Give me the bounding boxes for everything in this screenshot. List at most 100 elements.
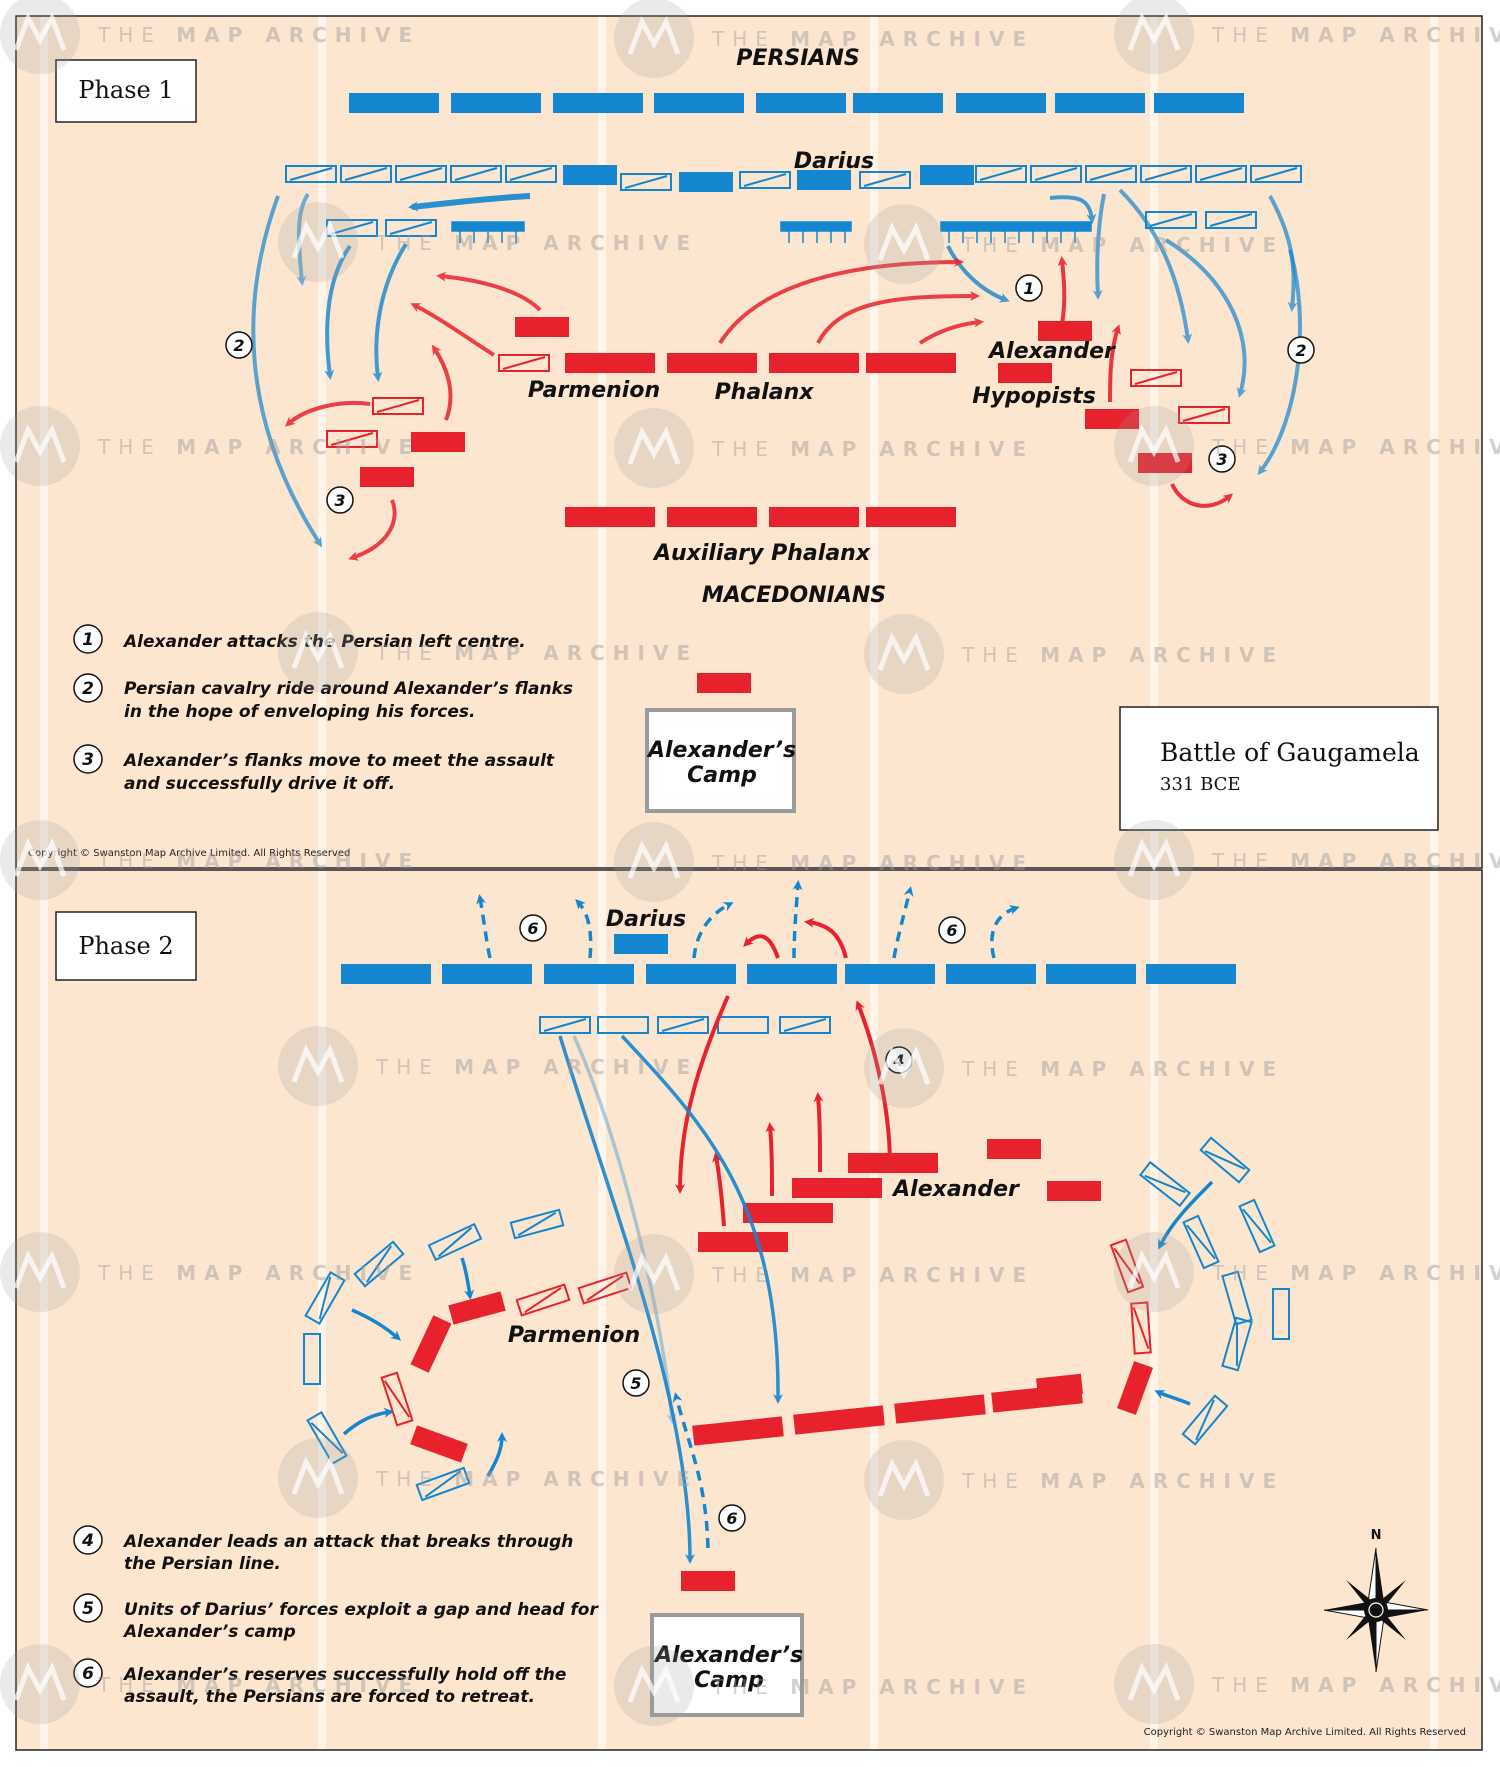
svg-text:assault, the Persians are forc: assault, the Persians are forced to retr… bbox=[124, 1687, 535, 1707]
watermark-stamp: THE MAP ARCHIVE bbox=[0, 1232, 420, 1312]
watermark-stamp: THE MAP ARCHIVE bbox=[864, 1440, 1276, 1520]
svg-text:THE MAP ARCHIVE: THE MAP ARCHIVE bbox=[1211, 435, 1500, 459]
phase2-label: Phase 2 bbox=[78, 932, 173, 960]
phase2-breakthrough-arrows bbox=[675, 917, 892, 1194]
phase2-legend: 4 Alexander leads an attack that breaks … bbox=[73, 1525, 599, 1707]
phase2-alexander-label: Alexander bbox=[891, 1177, 1020, 1202]
phase1-camp-guard bbox=[697, 673, 751, 693]
svg-text:4: 4 bbox=[81, 1531, 94, 1551]
phase2-frame bbox=[15, 869, 1483, 1751]
watermark-stamp: THE MAP ARCHIVE bbox=[864, 1028, 1284, 1108]
legend-item-5: 5 Units of Darius’ forces exploit a gap … bbox=[73, 1593, 599, 1642]
phase2-parmenion-cavalry bbox=[380, 1271, 633, 1427]
svg-text:THE MAP ARCHIVE: THE MAP ARCHIVE bbox=[711, 27, 1034, 51]
svg-text:2: 2 bbox=[1295, 341, 1306, 360]
watermark-stamp: THE MAP ARCHIVE bbox=[278, 1438, 690, 1518]
phase2-persian-line bbox=[341, 964, 1236, 984]
svg-text:in the hope of enveloping his: in the hope of enveloping his forces. bbox=[124, 702, 475, 722]
persians-label: PERSIANS bbox=[736, 46, 859, 71]
svg-text:6: 6 bbox=[726, 1509, 737, 1528]
title-box: Battle of Gaugamela 331 BCE bbox=[1119, 706, 1439, 831]
phase2-alexander-units bbox=[698, 1139, 1101, 1252]
watermark-stamp: THE MAP ARCHIVE bbox=[1114, 406, 1500, 486]
background-stripes bbox=[40, 0, 1438, 1767]
marker-6-camp: 6 bbox=[718, 1504, 746, 1532]
phase2-parmenion-label: Parmenion bbox=[508, 1323, 640, 1348]
phase2-retreat-arrows bbox=[476, 880, 1020, 959]
svg-text:3: 3 bbox=[82, 750, 94, 770]
svg-text:THE MAP ARCHIVE: THE MAP ARCHIVE bbox=[1211, 1673, 1500, 1697]
phase1-label: Phase 1 bbox=[78, 76, 173, 104]
phase2-gap-arrows bbox=[558, 1034, 784, 1564]
phase2-camp-guard bbox=[681, 1571, 735, 1591]
watermark-stamp: THE MAP ARCHIVE bbox=[614, 408, 1026, 488]
svg-text:THE MAP ARCHIVE: THE MAP ARCHIVE bbox=[97, 1261, 420, 1285]
marker-5: 5 bbox=[622, 1369, 650, 1397]
svg-text:THE MAP ARCHIVE: THE MAP ARCHIVE bbox=[97, 23, 420, 47]
legend-item-4: 4 Alexander leads an attack that breaks … bbox=[73, 1525, 573, 1574]
svg-text:2: 2 bbox=[233, 336, 244, 355]
svg-text:Alexander attacks the Persian: Alexander attacks the Persian left centr… bbox=[122, 632, 526, 652]
phase1-camp-box: Alexander’s Camp bbox=[645, 708, 796, 813]
svg-text:THE MAP ARCHIVE: THE MAP ARCHIVE bbox=[97, 1673, 420, 1697]
phase1-macedonian-units bbox=[360, 317, 1192, 527]
svg-text:THE MAP ARCHIVE: THE MAP ARCHIVE bbox=[961, 233, 1284, 257]
phase1-hypopists-label: Hypopists bbox=[972, 384, 1096, 409]
svg-text:1: 1 bbox=[1023, 279, 1034, 298]
marker-6-left: 6 bbox=[519, 914, 547, 942]
svg-text:Camp: Camp bbox=[687, 763, 757, 788]
svg-text:Alexander’s camp: Alexander’s camp bbox=[122, 1622, 296, 1642]
svg-text:and successfully drive it off.: and successfully drive it off. bbox=[124, 774, 395, 794]
phase1-alexander-label: Alexander bbox=[987, 339, 1116, 364]
phase2-persian-cavalry bbox=[539, 1016, 831, 1034]
map-date: 331 BCE bbox=[1160, 774, 1241, 795]
svg-text:Alexander’s: Alexander’s bbox=[653, 1643, 803, 1668]
watermark-stamp: THE MAP ARCHIVE bbox=[614, 1646, 1034, 1726]
svg-text:Alexander leads an attack that: Alexander leads an attack that breaks th… bbox=[122, 1532, 573, 1552]
svg-text:6: 6 bbox=[82, 1664, 94, 1684]
watermark-stamp: THE MAP ARCHIVE bbox=[864, 204, 1284, 284]
phase2-rear-line bbox=[692, 1373, 1083, 1446]
svg-text:THE MAP ARCHIVE: THE MAP ARCHIVE bbox=[1211, 1261, 1500, 1285]
phase1-darius-label: Darius bbox=[794, 149, 874, 174]
watermark-stamp: THE MAP ARCHIVE bbox=[864, 614, 1284, 694]
svg-text:THE MAP ARCHIVE: THE MAP ARCHIVE bbox=[711, 1675, 1034, 1699]
phase2-copyright: Copyright © Swanston Map Archive Limited… bbox=[1144, 1727, 1466, 1738]
svg-text:3: 3 bbox=[1216, 450, 1227, 469]
phase1-persian-arrows bbox=[251, 188, 1302, 548]
marker-3-left: 3 bbox=[326, 486, 354, 514]
phase1-phalanx-label: Phalanx bbox=[715, 380, 815, 405]
aux-phalanx-label: Auxiliary Phalanx bbox=[652, 541, 871, 566]
svg-text:THE MAP ARCHIVE: THE MAP ARCHIVE bbox=[961, 1057, 1284, 1081]
macedonians-label: MACEDONIANS bbox=[702, 583, 886, 608]
watermark-stamp: THE MAP ARCHIVE bbox=[0, 406, 412, 486]
svg-text:5: 5 bbox=[82, 1599, 94, 1619]
svg-text:3: 3 bbox=[334, 491, 345, 510]
svg-text:Units of Darius’ forces exploi: Units of Darius’ forces exploit a gap an… bbox=[124, 1600, 599, 1620]
svg-text:1: 1 bbox=[82, 630, 94, 650]
watermark-stamp: THE MAP ARCHIVE bbox=[0, 1644, 420, 1724]
svg-text:Alexander’s reserves successfu: Alexander’s reserves successfully hold o… bbox=[122, 1665, 566, 1685]
watermark-stamp: THE MAP ARCHIVE bbox=[1114, 0, 1500, 74]
svg-text:THE MAP ARCHIVE: THE MAP ARCHIVE bbox=[375, 641, 698, 665]
phase1-label-box bbox=[55, 59, 197, 123]
phase2-left-persian-cavalry bbox=[303, 1208, 565, 1502]
watermarks: THE MAP ARCHIVE THE MAP ARCHIVE THE MAP AR… bbox=[0, 0, 1500, 1726]
persian-second-line bbox=[285, 165, 1302, 192]
watermark-stamp: THE MAP ARCHIVE bbox=[1114, 1232, 1500, 1312]
watermark-stamp: THE MAP ARCHIVE bbox=[1114, 820, 1500, 900]
svg-text:Alexander’s: Alexander’s bbox=[646, 738, 796, 763]
phase2-darius-label: Darius bbox=[606, 907, 686, 932]
marker-6-right: 6 bbox=[938, 916, 966, 944]
legend-item-3: 3 Alexander’s flanks move to meet the as… bbox=[73, 744, 555, 794]
darius-unit bbox=[614, 934, 668, 954]
svg-text:THE MAP ARCHIVE: THE MAP ARCHIVE bbox=[1211, 23, 1500, 47]
svg-text:THE MAP ARCHIVE: THE MAP ARCHIVE bbox=[97, 849, 420, 873]
watermark-stamp: THE MAP ARCHIVE bbox=[278, 612, 698, 692]
svg-text:6: 6 bbox=[527, 919, 538, 938]
legend-item-6: 6 Alexander’s reserves successfully hold… bbox=[73, 1658, 566, 1707]
legend-item-1: 1 Alexander attacks the Persian left cen… bbox=[73, 624, 526, 654]
svg-text:THE MAP ARCHIVE: THE MAP ARCHIVE bbox=[375, 1055, 698, 1079]
svg-text:THE MAP ARCHIVE: THE MAP ARCHIVE bbox=[961, 643, 1284, 667]
marker-2-left: 2 bbox=[225, 331, 253, 359]
